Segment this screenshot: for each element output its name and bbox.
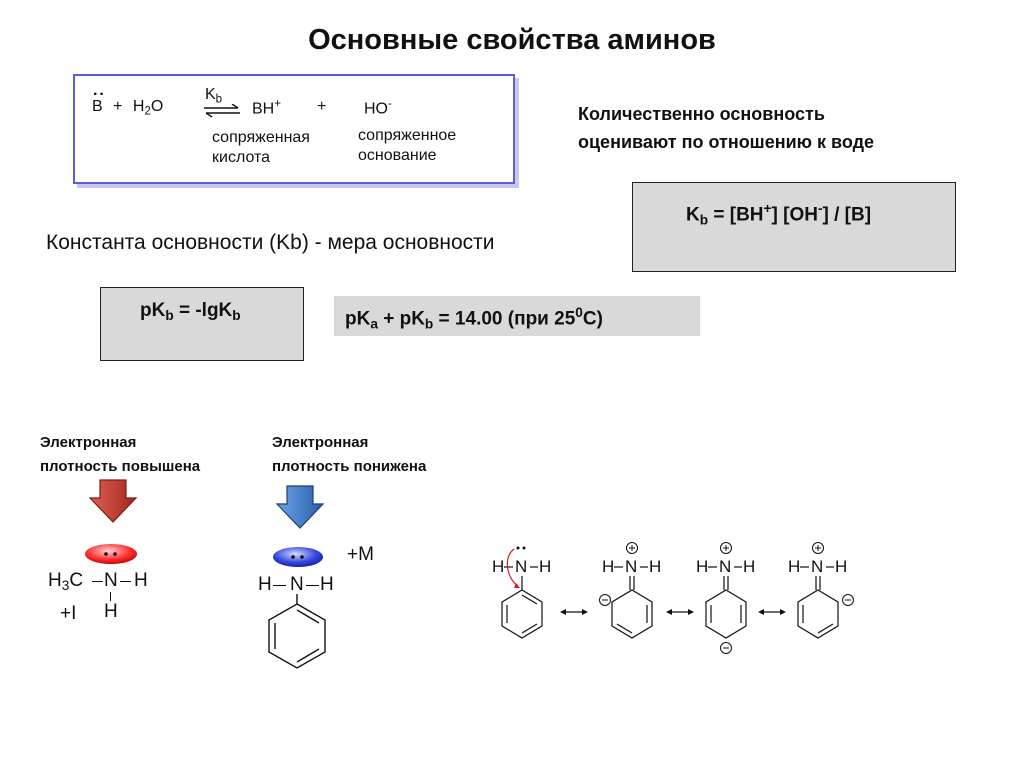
methylamine-h-right: H bbox=[134, 570, 148, 591]
equilibrium-box bbox=[73, 74, 515, 184]
pka-pkb-box bbox=[334, 296, 700, 336]
kb-formula-box bbox=[632, 182, 956, 272]
pkb-formula-box bbox=[100, 287, 304, 361]
n-h-bond-vertical bbox=[110, 592, 112, 601]
resonance-structures: H N H H N H H N H H N H bbox=[490, 540, 1024, 680]
base-lone-pair: ·· bbox=[93, 86, 106, 103]
kb-formula: Kb = [BH+] [OH-] / [B] bbox=[686, 201, 872, 228]
mesomeric-effect-label: +M bbox=[347, 544, 374, 565]
page-title: Основные свойства аминов bbox=[308, 24, 716, 56]
res1-h-right: H bbox=[539, 557, 552, 576]
water-formula: H2O bbox=[132, 98, 164, 118]
res4-nitrogen: N bbox=[811, 557, 824, 576]
plus-sign-2: + bbox=[317, 98, 327, 115]
blue-down-arrow-icon bbox=[275, 485, 325, 529]
aniline-h-right: H bbox=[320, 574, 334, 595]
res4-h-right: H bbox=[835, 557, 848, 576]
plus-sign: + bbox=[113, 98, 123, 115]
inductive-effect-label: +I bbox=[60, 603, 77, 624]
aniline-h-n-bond bbox=[273, 585, 286, 587]
hydroxide-formula: HO- bbox=[364, 98, 392, 118]
methyl-group: H3C bbox=[48, 570, 84, 594]
conjugate-acid-formula: BH+ bbox=[252, 98, 281, 118]
res2-nitrogen: N bbox=[625, 557, 638, 576]
equation-line: ·· B + H2O bbox=[92, 86, 164, 118]
kb-constant-label: Kb bbox=[205, 86, 223, 106]
res1-nitrogen: N bbox=[515, 557, 528, 576]
methylamine-nitrogen: N bbox=[104, 570, 118, 591]
constant-definition: Константа основности (Kb) - мера основно… bbox=[46, 231, 495, 254]
aniline-n-h-bond bbox=[306, 585, 319, 587]
res3-nitrogen: N bbox=[719, 557, 732, 576]
resonance-diagram-icon bbox=[501, 542, 854, 654]
res2-h-left: H bbox=[602, 557, 615, 576]
pka-pkb-formula: pKa + pKb = 14.00 (при 250C) bbox=[345, 305, 603, 332]
res3-h-left: H bbox=[696, 557, 709, 576]
res3-h-right: H bbox=[743, 557, 756, 576]
blue-electron-pair-icon bbox=[273, 547, 323, 567]
red-electron-pair-icon bbox=[85, 544, 137, 564]
n-h-bond bbox=[120, 581, 131, 583]
base-symbol: B bbox=[92, 98, 103, 115]
aniline-h-left: H bbox=[258, 574, 272, 595]
res1-h-left: H bbox=[492, 557, 505, 576]
c-n-bond bbox=[92, 581, 103, 583]
benzene-ring-icon bbox=[268, 594, 326, 669]
equilibrium-arrows-icon bbox=[204, 104, 240, 118]
res2-h-right: H bbox=[649, 557, 662, 576]
aniline-nitrogen: N bbox=[290, 574, 304, 595]
pkb-formula: pKb = -lgKb bbox=[140, 300, 241, 324]
res4-h-left: H bbox=[788, 557, 801, 576]
methylamine-h-bottom: H bbox=[104, 601, 118, 622]
red-down-arrow-icon bbox=[88, 479, 138, 523]
